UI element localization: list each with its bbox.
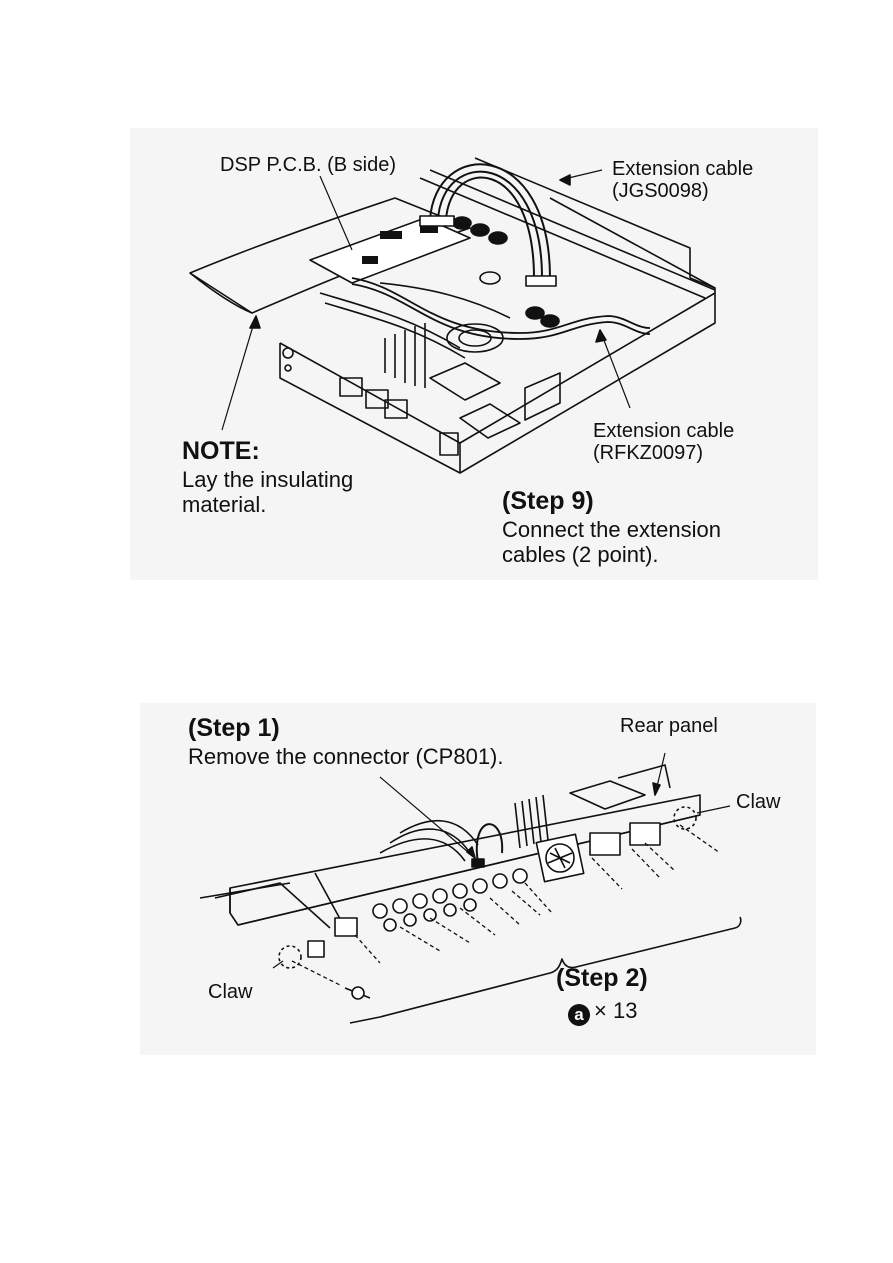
- extension-cable-bottom-part: (RFKZ0097): [593, 442, 704, 464]
- step2-title: (Step 2): [556, 964, 648, 992]
- claw-left-label: Claw: [208, 981, 253, 1003]
- step9-line-2: cables (2 point).: [502, 542, 659, 567]
- note-line-1: Lay the insulating: [182, 467, 354, 492]
- extension-cable-bottom-label: Extension cable: [593, 420, 735, 442]
- note-line-2: material.: [182, 492, 267, 517]
- step1-title: (Step 1): [188, 714, 280, 742]
- rear-panel-label: Rear panel: [620, 715, 718, 737]
- screw-count-value: × 13: [594, 998, 638, 1023]
- extension-cable-top-label: Extension cable: [612, 158, 754, 180]
- rear-panel-illustration: [199, 752, 742, 1024]
- note-title: NOTE:: [182, 437, 260, 465]
- dsp-pcb-label: DSP P.C.B. (B side): [220, 154, 396, 176]
- step1-text: Remove the connector (CP801).: [188, 744, 504, 769]
- figure-step9: DSP P.C.B. (B side) Extension cable (JGS…: [130, 128, 818, 580]
- figure-step1-2: (Step 1) Remove the connector (CP801). R…: [140, 703, 816, 1055]
- extension-cable-top-part: (JGS0098): [612, 180, 709, 202]
- step9-title: (Step 9): [502, 487, 594, 515]
- screw-count: a× 13: [568, 998, 638, 1026]
- chassis-illustration-top: [189, 157, 716, 474]
- screw-a-icon: a: [568, 1004, 590, 1026]
- step9-line-1: Connect the extension: [502, 517, 721, 542]
- claw-right-label: Claw: [736, 791, 781, 813]
